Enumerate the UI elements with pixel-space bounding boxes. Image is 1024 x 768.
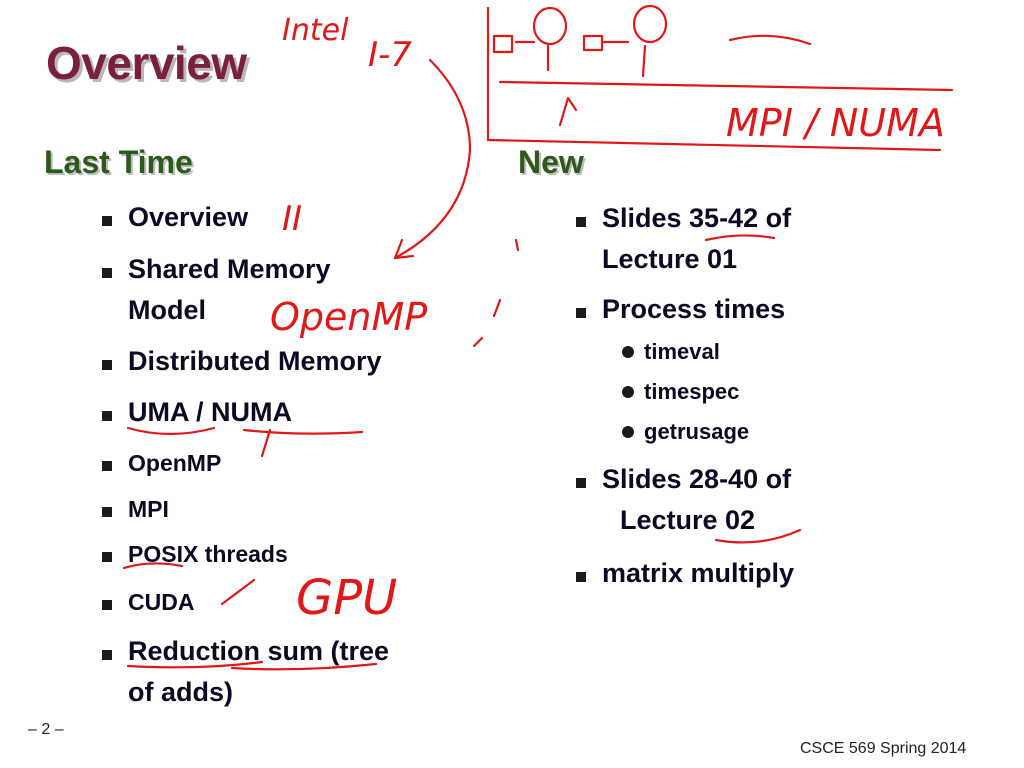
square-bullet-icon bbox=[576, 572, 586, 582]
list-item: MPI bbox=[102, 496, 169, 523]
list-item: Process times bbox=[576, 294, 785, 325]
left-heading: Last Time bbox=[44, 144, 193, 180]
slide-title: Overview bbox=[46, 37, 247, 89]
list-item: Distributed Memory bbox=[102, 346, 382, 377]
sub-list-item: getrusage bbox=[622, 419, 749, 445]
list-item: OpenMP bbox=[102, 450, 221, 477]
ink-box-line bbox=[486, 6, 942, 152]
list-item: Shared Memory bbox=[102, 254, 331, 285]
sub-list-item: timespec bbox=[622, 379, 739, 405]
ink-long-arrow bbox=[393, 58, 472, 260]
ink-text-gpu: GPU bbox=[296, 570, 397, 626]
ink-strike bbox=[728, 34, 812, 46]
square-bullet-icon bbox=[576, 478, 586, 488]
ink-arrow-icon bbox=[558, 96, 578, 127]
ink-text-mpi-numa: MPI / NUMA bbox=[726, 101, 945, 145]
square-bullet-icon bbox=[102, 552, 112, 562]
page-number: – 2 – bbox=[28, 721, 64, 738]
ink-circle-icon bbox=[532, 6, 568, 46]
sub-list-item: timeval bbox=[622, 339, 720, 365]
ink-text-openmp: OpenMP bbox=[270, 295, 427, 339]
ink-slash bbox=[220, 578, 256, 606]
list-item: Reduction sum (tree bbox=[102, 636, 389, 667]
list-item: CUDA bbox=[102, 589, 194, 616]
ink-dashes bbox=[472, 238, 520, 348]
ink-check bbox=[260, 428, 272, 458]
square-bullet-icon bbox=[102, 216, 112, 226]
ink-underline-3542 bbox=[704, 234, 776, 242]
list-item: UMA / NUMA bbox=[102, 397, 292, 428]
ink-text-i7: I-7 bbox=[368, 35, 412, 75]
ink-text-ii: II bbox=[282, 199, 302, 239]
ink-divider-line bbox=[498, 80, 954, 92]
course-footer: CSCE 569 Spring 2014 bbox=[800, 740, 967, 757]
list-item: matrix multiply bbox=[576, 558, 794, 589]
round-bullet-icon bbox=[622, 346, 634, 358]
square-bullet-icon bbox=[576, 308, 586, 318]
list-item-continuation: Lecture 02 bbox=[620, 505, 756, 535]
ink-text-intel: Intel bbox=[282, 13, 349, 48]
ink-stems bbox=[546, 44, 647, 78]
square-bullet-icon bbox=[102, 461, 112, 471]
list-item-continuation: Model bbox=[128, 295, 206, 325]
list-item: Slides 35-42 of bbox=[576, 203, 791, 234]
ink-underline-uma bbox=[126, 426, 216, 436]
round-bullet-icon bbox=[622, 426, 634, 438]
square-bullet-icon bbox=[102, 650, 112, 660]
list-item-continuation: Lecture 01 bbox=[602, 244, 738, 274]
ink-square-icon bbox=[582, 34, 604, 52]
list-item: POSIX threads bbox=[102, 541, 288, 568]
square-bullet-icon bbox=[102, 360, 112, 370]
ink-square-icon bbox=[492, 34, 514, 54]
square-bullet-icon bbox=[576, 217, 586, 227]
ink-underline-numa bbox=[242, 428, 364, 435]
right-heading: New bbox=[518, 144, 584, 180]
square-bullet-icon bbox=[102, 600, 112, 610]
square-bullet-icon bbox=[102, 507, 112, 517]
list-item: Slides 28-40 of bbox=[576, 464, 791, 495]
list-item-continuation: of adds) bbox=[128, 677, 233, 707]
round-bullet-icon bbox=[622, 386, 634, 398]
ink-arrowhead-icon bbox=[393, 238, 415, 260]
square-bullet-icon bbox=[102, 268, 112, 278]
square-bullet-icon bbox=[102, 411, 112, 421]
ink-circle-icon bbox=[632, 4, 668, 44]
list-item: Overview bbox=[102, 202, 248, 233]
